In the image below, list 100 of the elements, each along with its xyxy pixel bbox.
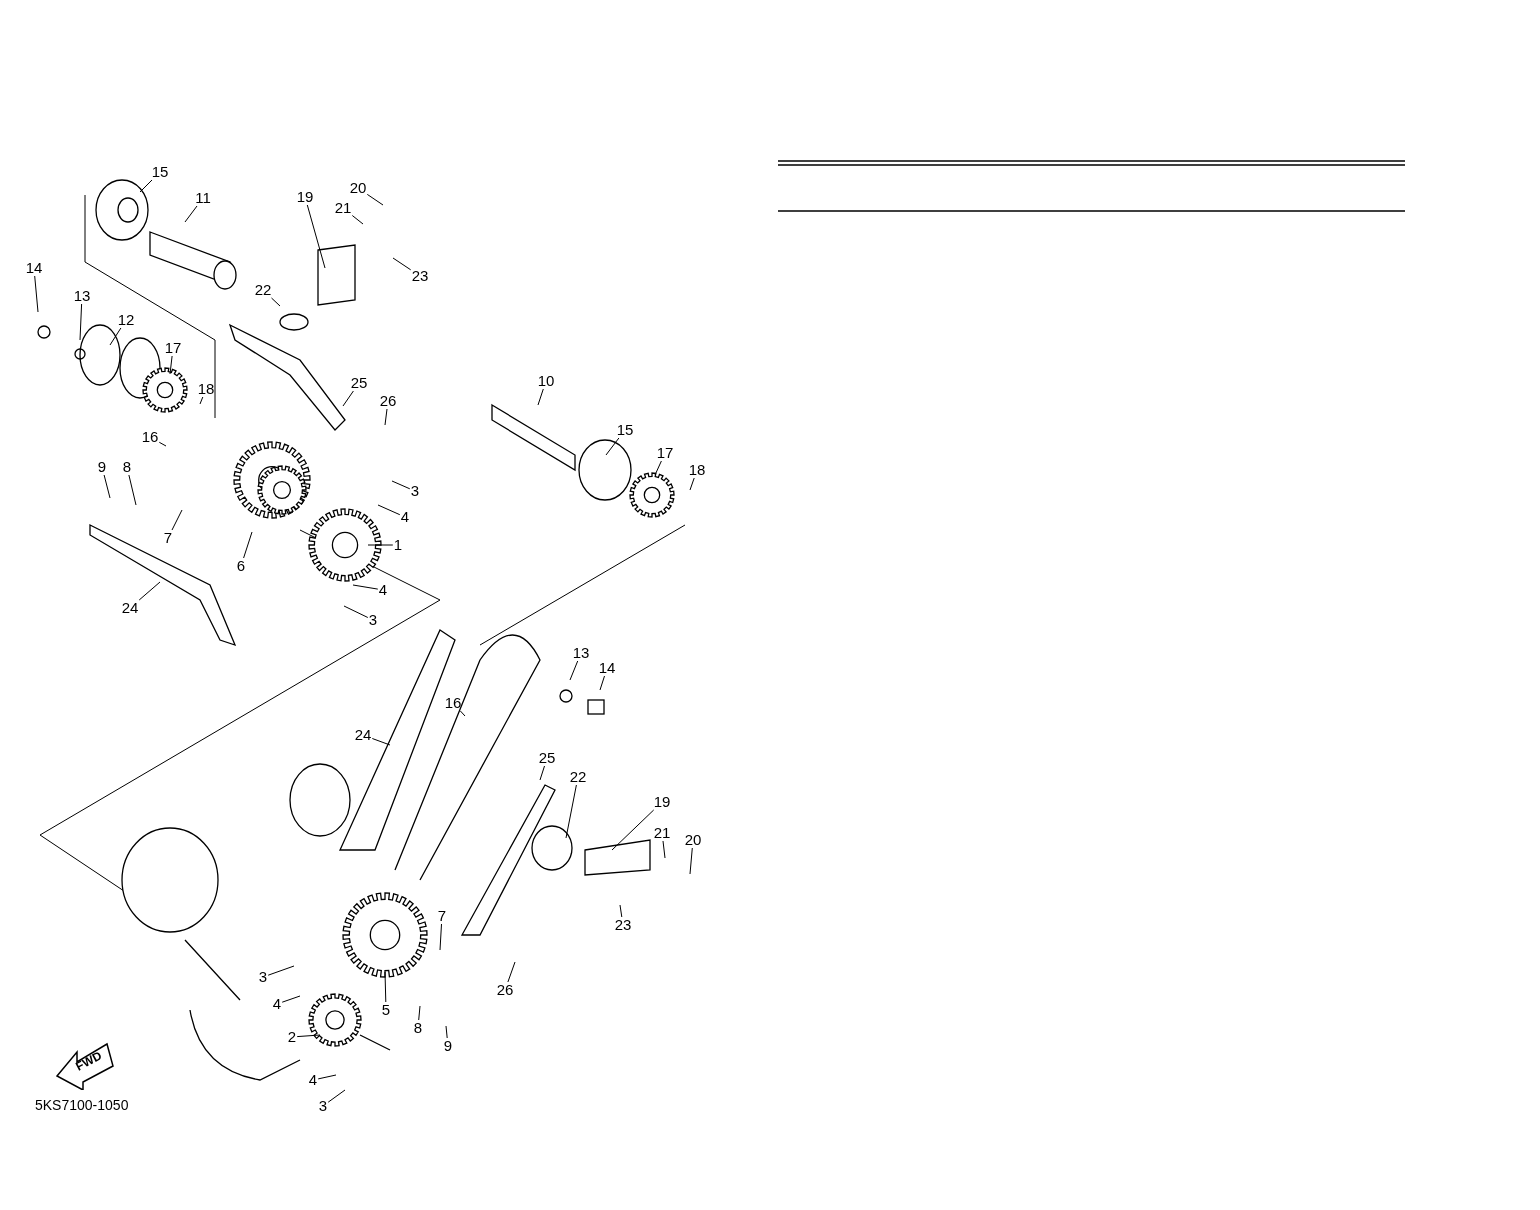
callout-number: 26 [495,982,515,998]
leader-line [343,605,369,618]
leader-line [599,675,605,691]
leader-line [384,971,387,1003]
leader-line [342,390,354,407]
callout-number: 24 [120,600,140,616]
leader-line [418,1005,421,1021]
callout-number: 8 [121,459,133,475]
leader-line [377,504,401,516]
callout-number: 14 [24,260,44,276]
leader-line [445,1025,448,1039]
callout-number: 16 [140,429,160,445]
leader-line [689,477,695,491]
callout-number: 17 [655,445,675,461]
leader-line [79,303,83,341]
leader-line [199,396,204,405]
callout-number: 2 [286,1029,298,1045]
callout-number: 10 [536,373,556,389]
leader-line [306,204,326,269]
callout-number: 6 [235,558,247,574]
leader-line [611,809,655,851]
leader-line [392,257,412,271]
leader-line [565,784,577,839]
leader-line [281,995,301,1003]
callout-number: 19 [295,189,315,205]
callout-number: 25 [537,750,557,766]
leader-line [654,460,662,476]
callout-number: 26 [378,393,398,409]
leader-line [539,765,545,781]
callout-number: 11 [194,190,212,206]
callout-number: 17 [163,340,183,356]
callout-number: 21 [333,200,353,216]
drawing-code: 5KS7100-1050 [35,1097,129,1113]
callout-number: 4 [399,509,411,525]
callout-number: 3 [409,483,421,499]
callout-number: 18 [196,381,216,397]
callout-number: 22 [568,769,588,785]
callout-number: 5 [380,1002,392,1018]
leader-line [569,660,579,681]
callout-number: 24 [353,727,373,743]
leader-line [128,474,137,506]
leader-line [371,738,391,746]
leader-line [267,965,295,976]
callout-number: 3 [317,1098,329,1114]
leader-line [391,480,411,490]
callout-number: 18 [687,462,707,478]
callout-number: 4 [307,1072,319,1088]
leader-line [171,509,183,531]
callout-number: 1 [392,537,404,553]
leader-line [439,923,442,951]
callout-number: 4 [271,996,283,1012]
leader-line [327,1089,346,1103]
leader-line [366,193,384,206]
leader-line [34,275,39,313]
callout-number: 3 [367,612,379,628]
callout-number: 20 [348,180,368,196]
leader-line [103,474,111,499]
leader-line [243,531,253,559]
callout-number: 13 [72,288,92,304]
callout-number: 14 [597,660,617,676]
leader-line [138,581,161,601]
callout-number: 9 [442,1038,454,1054]
leader-line [271,297,281,307]
leader-line [537,388,544,406]
leader-line [317,1074,337,1080]
leader-line [459,710,466,717]
callout-number: 25 [349,375,369,391]
leader-line [605,437,620,456]
leader-line [158,441,167,447]
callout-number: 22 [253,282,273,298]
callout-number: 3 [257,969,269,985]
callout-number: 12 [116,312,136,328]
leader-line [619,904,623,918]
callout-number: 9 [96,459,108,475]
leader-line [109,327,122,346]
callout-number: 19 [652,794,672,810]
leader-line [169,355,173,375]
callout-number: 15 [150,164,170,180]
leader-line [662,840,666,859]
callout-number: 23 [613,917,633,933]
leader-line [384,408,388,426]
callout-number: 23 [410,268,430,284]
leader-line [139,179,153,193]
leader-line [352,584,379,590]
callout-number: 21 [652,825,672,841]
callout-number: 7 [162,530,174,546]
leader-line [351,215,364,225]
leader-line [367,544,394,546]
callout-number: 16 [443,695,463,711]
leader-line [296,1034,321,1038]
callout-number: 13 [571,645,591,661]
leader-line [507,961,516,983]
leader-line [689,847,693,875]
callout-number: 4 [377,582,389,598]
callout-number: 8 [412,1020,424,1036]
callout-number: 20 [683,832,703,848]
callout-number: 15 [615,422,635,438]
callout-number: 7 [436,908,448,924]
leader-line [184,205,198,223]
forward-arrow-sign: FWD [55,1040,115,1090]
